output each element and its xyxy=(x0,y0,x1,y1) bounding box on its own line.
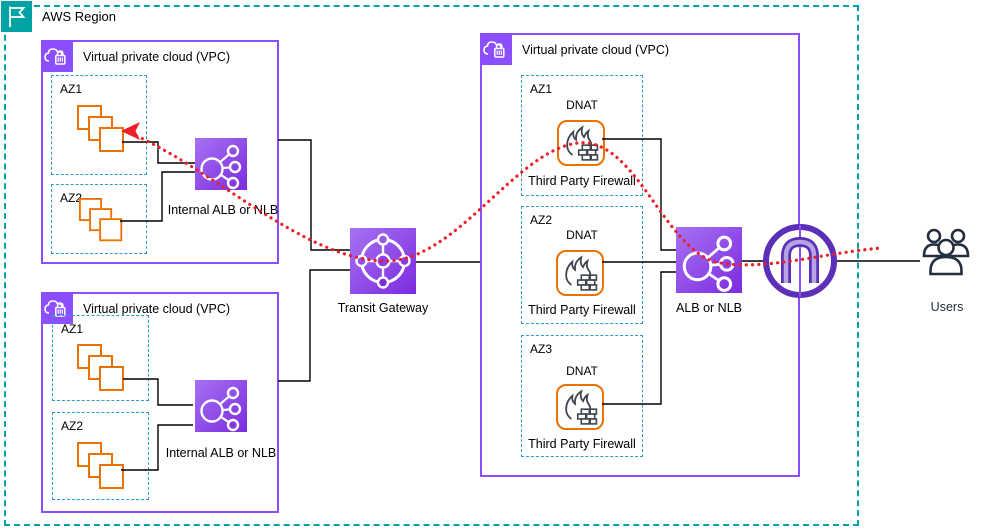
vpc-left-top-box: Virtual private cloud (VPC) AZ1 AZ2 Inte… xyxy=(41,40,279,264)
load-balancer-label: Internal ALB or NLB xyxy=(167,203,279,217)
dnat-label: DNAT xyxy=(566,98,598,112)
az-label: AZ2 xyxy=(530,213,553,227)
az2-firewall-box: AZ2 DNAT Third Party Firewall xyxy=(521,206,643,324)
dnat-label: DNAT xyxy=(566,228,598,242)
az-label: AZ1 xyxy=(530,82,553,96)
vpc-left-bottom-box: Virtual private cloud (VPC) AZ1 AZ2 Inte… xyxy=(41,292,279,513)
vpc-label: Virtual private cloud (VPC) xyxy=(83,302,231,316)
load-balancer-label: ALB or NLB xyxy=(675,301,742,315)
vpc-icon xyxy=(41,40,73,72)
firewall-label: Third Party Firewall xyxy=(528,437,636,451)
load-balancer-icon xyxy=(195,138,247,190)
az1-box: AZ1 xyxy=(51,75,147,175)
vpc-right-box: Virtual private cloud (VPC) AZ1 DNAT Thi… xyxy=(480,33,800,477)
aws-region-label: AWS Region xyxy=(42,9,116,24)
vpc-label: Virtual private cloud (VPC) xyxy=(522,43,670,57)
az1-box: AZ1 xyxy=(52,315,149,401)
az3-firewall-box: AZ3 DNAT Third Party Firewall xyxy=(521,335,643,457)
dnat-label: DNAT xyxy=(566,364,598,378)
vpc-label: Virtual private cloud (VPC) xyxy=(83,50,231,64)
load-balancer-icon xyxy=(195,380,247,432)
az1-firewall-box: AZ1 DNAT Third Party Firewall xyxy=(521,75,643,196)
firewall-icon xyxy=(556,250,604,296)
load-balancer-icon xyxy=(676,227,742,293)
aws-region-flag-icon xyxy=(1,1,32,32)
instances-icon xyxy=(77,105,124,152)
users-icon xyxy=(921,226,971,284)
firewall-icon xyxy=(556,384,604,430)
firewall-label: Third Party Firewall xyxy=(528,303,636,317)
az-label: AZ2 xyxy=(61,419,84,433)
az-label: AZ1 xyxy=(60,82,83,96)
az-label: AZ3 xyxy=(530,342,553,356)
load-balancer-label: Internal ALB or NLB xyxy=(165,446,277,460)
az-label: AZ1 xyxy=(61,322,84,336)
firewall-label: Third Party Firewall xyxy=(528,174,636,188)
instances-icon xyxy=(77,344,124,391)
vpc-icon xyxy=(41,292,73,324)
firewall-icon xyxy=(557,120,605,166)
az-label: AZ2 xyxy=(60,191,83,205)
transit-gateway-label: Transit Gateway xyxy=(337,301,429,315)
instances-icon xyxy=(77,442,124,489)
users-label: Users xyxy=(930,300,964,314)
vpc-icon xyxy=(480,33,512,65)
instances-icon xyxy=(79,198,123,242)
transit-gateway-icon xyxy=(350,228,416,294)
